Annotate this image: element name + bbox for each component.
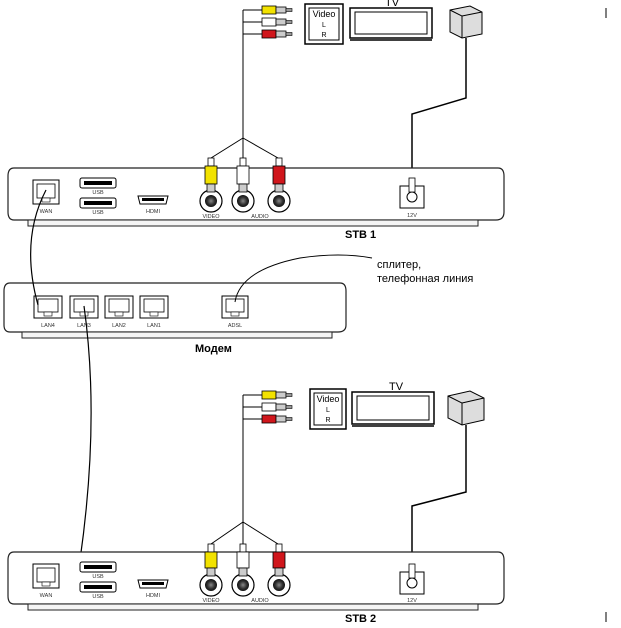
stb1-plug-white (236, 157, 250, 193)
rca-plug-yellow-2 (261, 390, 293, 400)
ethernet-cable-modem-stb2 (45, 305, 92, 581)
stb1-av-cable (210, 9, 279, 159)
stb2-usb-label-1: USB (92, 574, 104, 580)
stb1-power-cable (411, 44, 467, 178)
ethernet-cable-stb1-modem (30, 189, 47, 306)
stb2-rca-jacks: VIDEO AUDIO (199, 573, 291, 604)
stb1-usb-label-2: USB (92, 210, 104, 216)
right-input-label-2: R (325, 417, 330, 424)
tv-icon: TV (349, 0, 433, 41)
stb2-hdmi-label: HDMI (146, 593, 161, 599)
rca-plug-white (261, 17, 293, 27)
stb1-plug-yellow (204, 157, 218, 193)
modem-body (3, 282, 347, 339)
rca-plug-white-2 (261, 402, 293, 412)
stb1-plug-red (272, 157, 286, 193)
modem-lan3-label: LAN3 (77, 323, 91, 329)
video-input-label-2: Video (317, 394, 340, 404)
tv-label-2: TV (389, 381, 404, 393)
splitter-label-1: сплитер, (377, 259, 421, 271)
tv-label: TV (385, 0, 400, 9)
stb2-wan-label: WAN (40, 593, 53, 599)
stb1-hdmi-port: HDMI (137, 195, 169, 215)
rca-plug-red-2 (261, 414, 293, 424)
video-input-label: Video (313, 9, 336, 19)
rca-plug-red (261, 29, 293, 39)
stb2-group: Video L R TV WAN (7, 381, 505, 625)
power-adapter-icon (449, 5, 483, 44)
stb2-power-port: 12V (399, 563, 425, 604)
stb2-audio-label: AUDIO (251, 598, 269, 604)
stb2-video-label: VIDEO (202, 598, 220, 604)
stb1-usb-label-1: USB (92, 190, 104, 196)
stb1-usb-ports: USB USB (79, 177, 117, 216)
left-input-label-2: L (326, 407, 330, 414)
stb2-av-cable (210, 394, 279, 545)
stb2-plug-red (272, 543, 286, 577)
stb2-wan-port: WAN (32, 563, 60, 599)
modem-lan2-label: LAN2 (112, 323, 126, 329)
stb1-wan-label: WAN (40, 209, 53, 215)
modem-adsl-port: ADSL (221, 295, 249, 329)
modem-title: Модем (195, 343, 232, 355)
stb2-top-rca-plugs (261, 390, 293, 424)
stb2-plug-white (236, 543, 250, 577)
modem-adsl-label: ADSL (228, 323, 242, 329)
stb2-usb-ports: USB USB (79, 561, 117, 600)
stb1-inserted-plugs (204, 157, 286, 193)
stb2-tv-av-input: Video L R (309, 388, 347, 430)
stb2-inserted-plugs (204, 543, 286, 577)
stb1-power-port: 12V (399, 177, 425, 219)
modem-lan4-label: LAN4 (41, 323, 55, 329)
splitter-label-2: телефонная линия (377, 273, 473, 285)
stb1-hdmi-label: HDMI (146, 209, 161, 215)
left-input-label: L (322, 22, 326, 29)
stb1-group: Video L R TV WAN (7, 0, 505, 241)
stb2-plug-yellow (204, 543, 218, 577)
stb1-tv-av-input: Video L R (304, 3, 344, 45)
phone-line-cable (234, 254, 373, 303)
stb1-title: STB 1 (345, 229, 376, 241)
modem-lan2-port: LAN2 (104, 295, 134, 329)
modem-lan1-label: LAN1 (147, 323, 161, 329)
stb1-video-label: VIDEO (202, 214, 220, 220)
stb2-body (7, 551, 505, 611)
modem-lan4-port: LAN4 (33, 295, 63, 329)
right-input-label: R (321, 32, 326, 39)
stb1-body (7, 167, 505, 227)
stb2-power-label: 12V (407, 598, 417, 604)
stb1-audio-label: AUDIO (251, 214, 269, 220)
modem-group: LAN4 LAN3 LAN2 LAN1 ADSL Модем (3, 282, 347, 355)
stb1-power-label: 12V (407, 213, 417, 219)
stb1-wan-port: WAN (32, 179, 60, 215)
rca-plug-yellow (261, 5, 293, 15)
stb1-top-rca-plugs (261, 5, 293, 39)
power-adapter-icon (447, 390, 485, 431)
splitter-annotation: сплитер, телефонная линия (234, 254, 473, 303)
tv-icon: TV (351, 381, 435, 427)
stb2-title: STB 2 (345, 613, 376, 625)
stb1-rca-jacks: VIDEO AUDIO (199, 189, 291, 220)
stb2-power-cable (411, 431, 467, 566)
stb2-hdmi-port: HDMI (137, 579, 169, 599)
modem-lan1-port: LAN1 (139, 295, 169, 329)
stb2-usb-label-2: USB (92, 594, 104, 600)
